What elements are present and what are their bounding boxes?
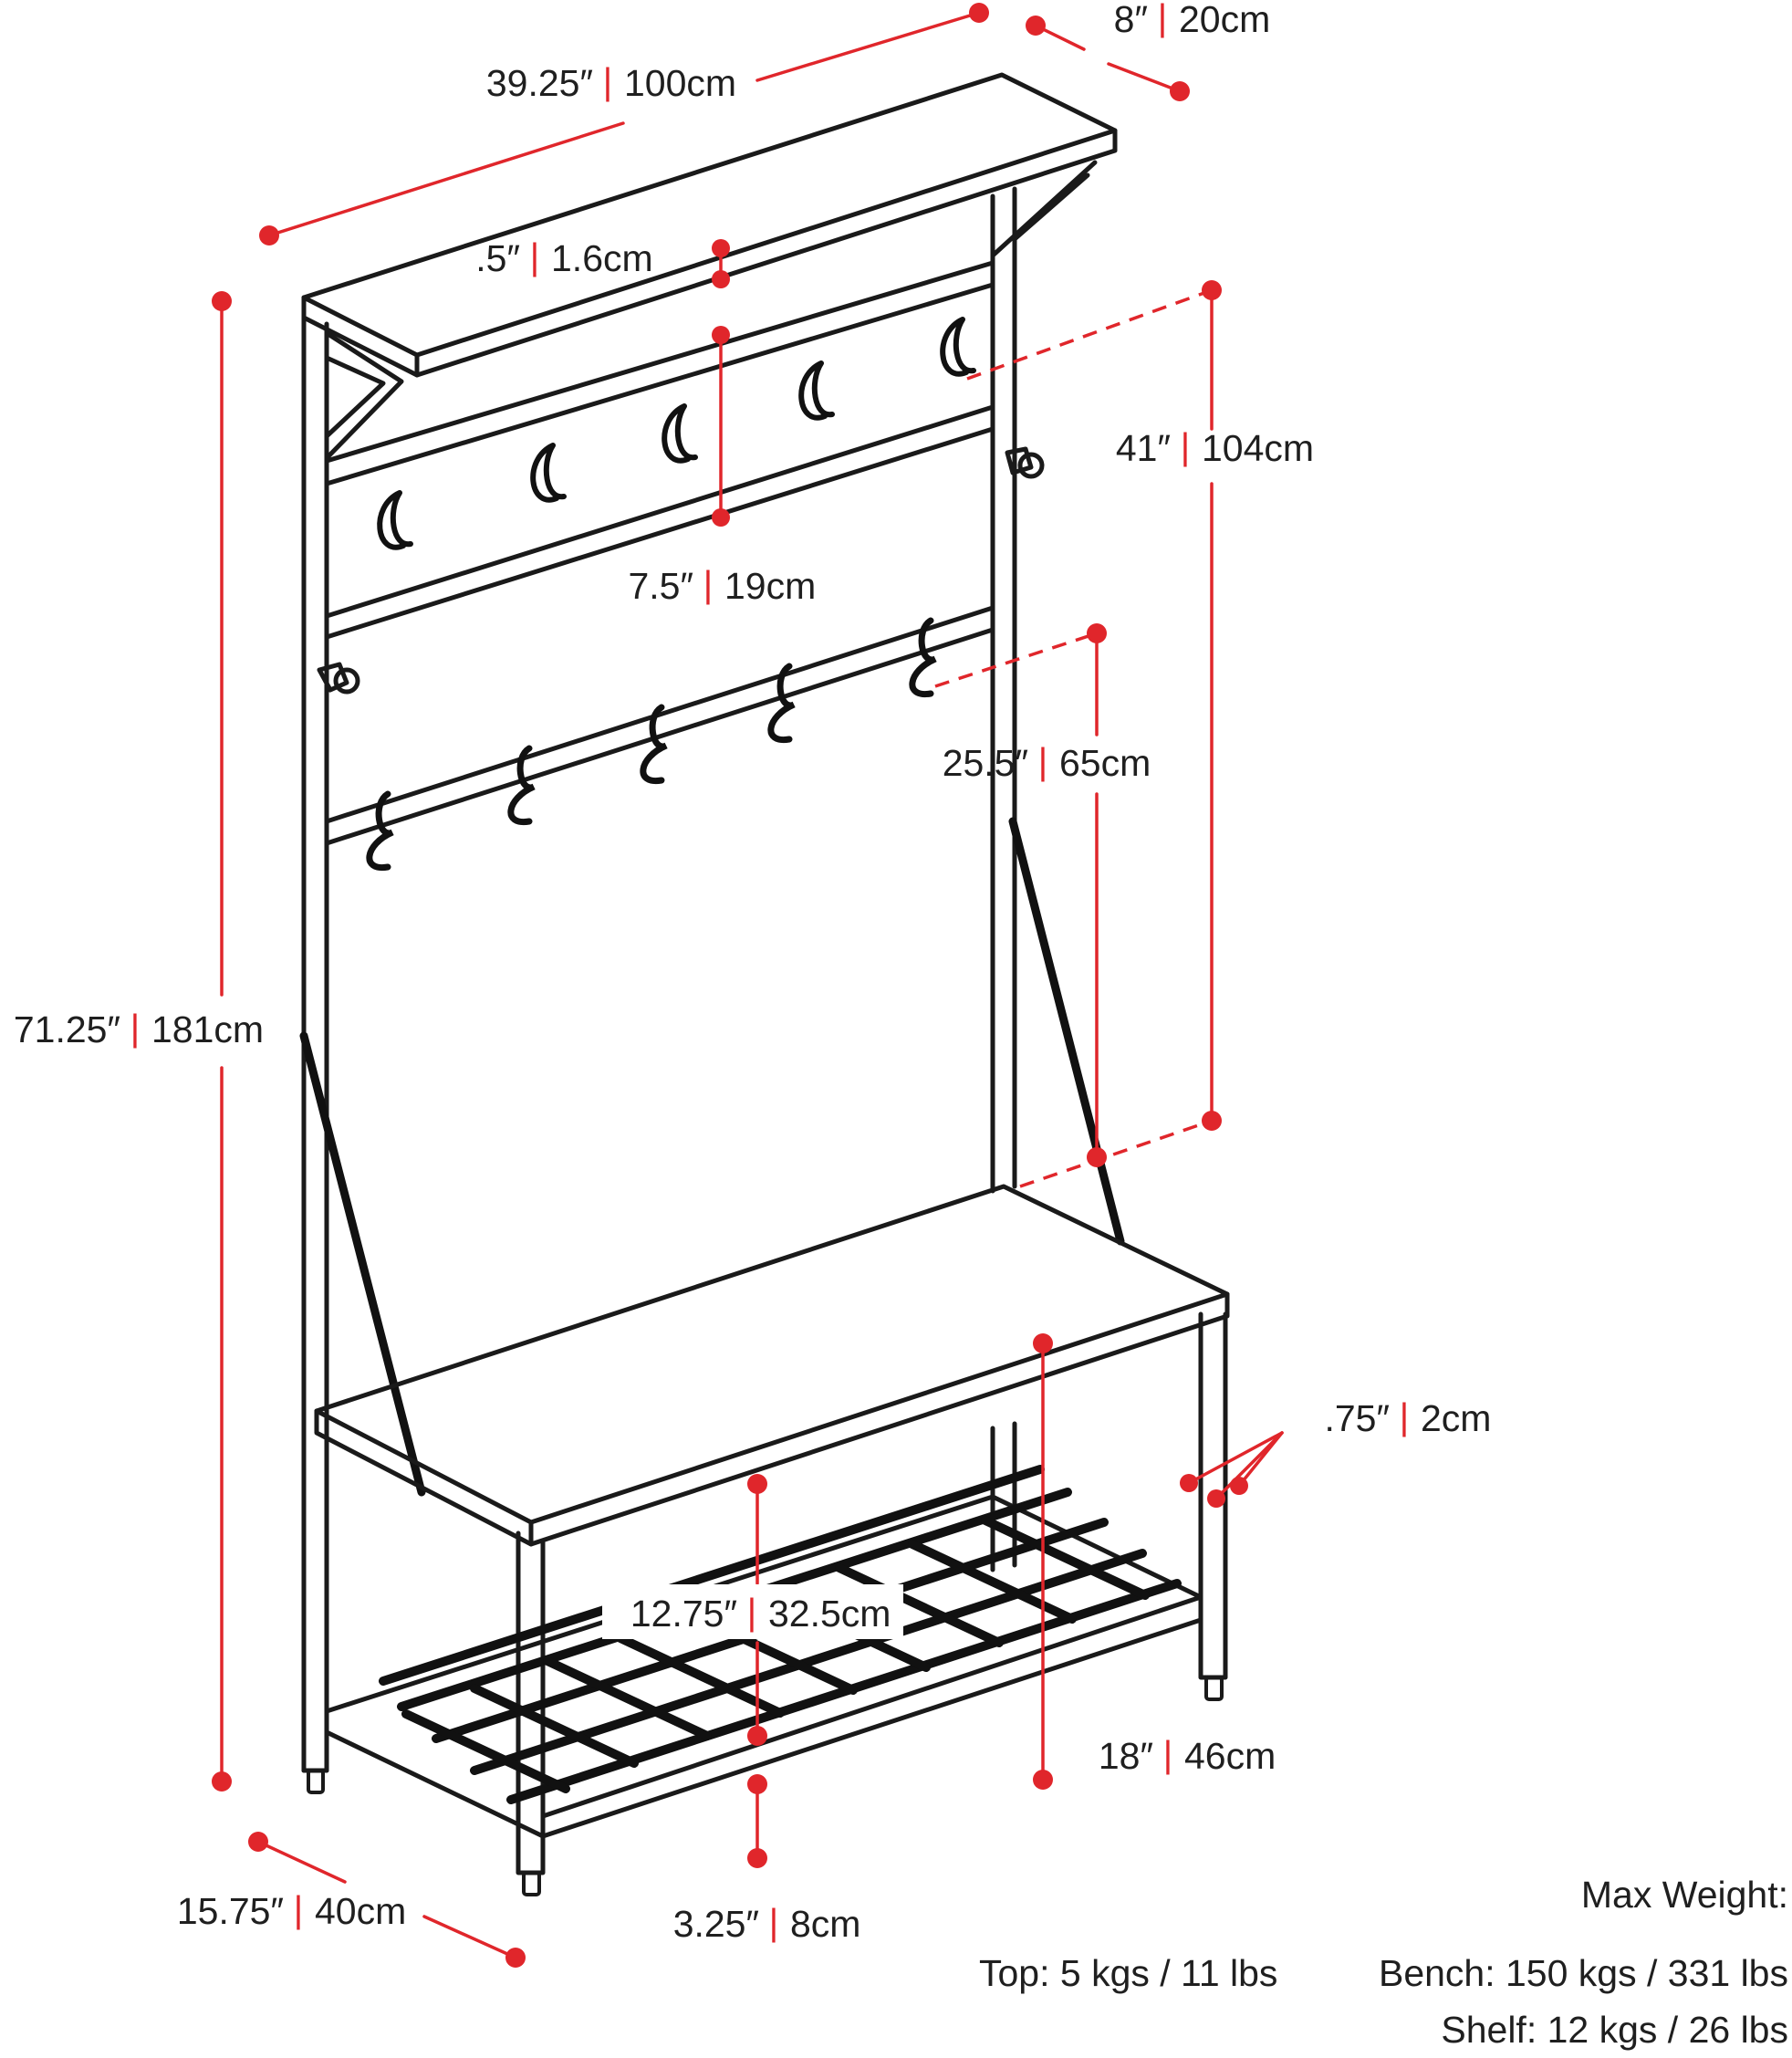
svg-text:|: | [769,1901,779,1943]
svg-text:18″: 18″ [1099,1735,1153,1777]
dim-label-hook-panel: 7.5″ | 19cm [628,563,816,607]
s-hooks [366,617,937,871]
dim-label-width: 39.25″ | 100cm [486,60,736,104]
svg-text:|: | [1163,1733,1173,1775]
dim-label-shelf-thickness: .5″ | 1.6cm [475,235,652,279]
svg-text:40cm: 40cm [315,1890,406,1932]
svg-text:71.25″: 71.25″ [14,1008,120,1050]
dim-label-top-hook-height: 41″ | 104cm [1116,425,1314,469]
hanging-rod [324,605,995,846]
dim-label-shelf-depth: 8″ | 20cm [1114,0,1271,40]
bench-seat [314,1184,1230,1547]
max-weight-top: Top: 5 kgs / 11 lbs [979,1952,1277,1994]
svg-text:100cm: 100cm [624,62,736,104]
max-weight-block: Max Weight: Top: 5 kgs / 11 lbs Bench: 1… [979,1874,1788,2051]
svg-text:|: | [530,235,540,277]
dim-label-bench-gap: 12.75″ | 32.5cm [602,1584,903,1639]
svg-text:.75″: .75″ [1324,1397,1390,1439]
svg-text:|: | [1400,1395,1410,1437]
svg-text:.5″: .5″ [475,237,520,279]
svg-text:65cm: 65cm [1059,742,1151,784]
svg-text:46cm: 46cm [1184,1735,1276,1777]
svg-text:|: | [747,1591,757,1633]
svg-text:|: | [130,1007,141,1049]
right-back-post [990,186,1017,1572]
svg-text:15.75″: 15.75″ [177,1890,284,1932]
dim-label-bench-height: 18″ | 46cm [1099,1733,1276,1777]
left-shelf-bracket [324,330,404,461]
dim-label-total-height: 71.25″ | 181cm [14,1007,264,1050]
svg-text:181cm: 181cm [151,1008,264,1050]
svg-text:19cm: 19cm [724,565,816,607]
side-knobs [317,446,1045,695]
max-weight-shelf: Shelf: 12 kgs / 26 lbs [1441,2009,1788,2051]
coat-hooks [377,317,976,550]
svg-text:|: | [1181,425,1191,467]
svg-text:8″: 8″ [1114,0,1148,40]
svg-text:39.25″: 39.25″ [486,62,593,104]
svg-text:25.5″: 25.5″ [943,742,1028,784]
svg-text:|: | [1158,0,1168,38]
svg-text:32.5cm: 32.5cm [768,1593,891,1635]
svg-text:41″: 41″ [1116,427,1171,469]
svg-text:7.5″: 7.5″ [628,565,693,607]
svg-text:3.25″: 3.25″ [673,1903,759,1945]
dim-label-leg-size: .75″ | 2cm [1324,1395,1491,1439]
svg-text:|: | [1038,740,1048,782]
hook-rail [324,260,995,640]
svg-text:104cm: 104cm [1202,427,1314,469]
dimension-lines [212,3,1284,1968]
max-weight-bench: Bench: 150 kgs / 331 lbs [1379,1952,1788,1994]
svg-text:1.6cm: 1.6cm [551,237,653,279]
dim-label-depth: 15.75″ | 40cm [177,1888,406,1932]
svg-text:|: | [603,60,613,102]
dim-label-shelf-clearance: 3.25″ | 8cm [673,1901,861,1945]
svg-text:|: | [294,1888,304,1930]
svg-text:20cm: 20cm [1179,0,1270,40]
hall-tree-drawing [299,72,1230,1896]
svg-text:8cm: 8cm [790,1903,860,1945]
svg-text:12.75″: 12.75″ [630,1593,737,1635]
max-weight-heading: Max Weight: [1581,1874,1788,1916]
support-straps [299,817,1125,1497]
dim-label-rod-height: 25.5″ | 65cm [943,740,1151,784]
svg-text:2cm: 2cm [1421,1397,1491,1439]
svg-text:|: | [703,563,714,605]
right-shelf-bracket [990,160,1098,258]
